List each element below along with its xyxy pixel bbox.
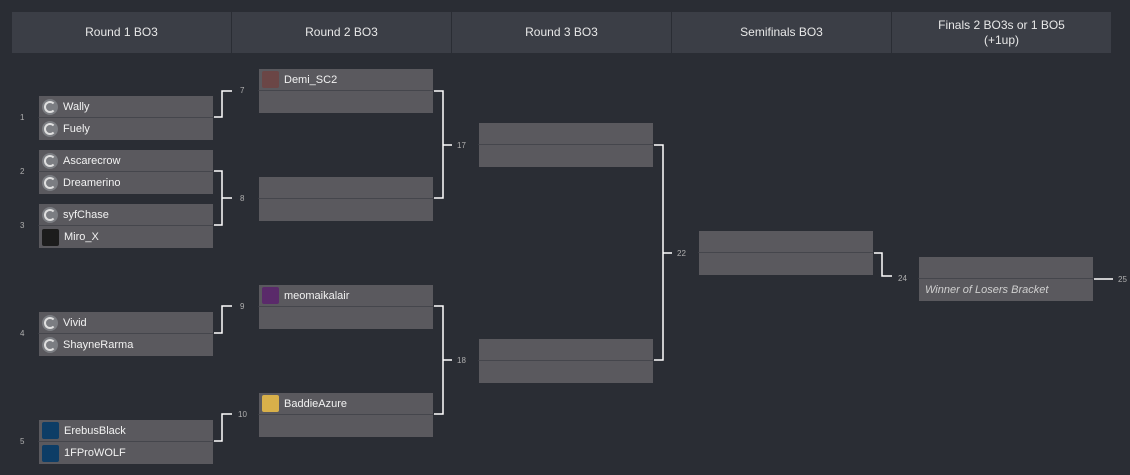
player-name: Demi_SC2 [284,73,338,86]
match-5[interactable]: ErebusBlack 1FProWOLF [38,419,214,465]
player-slot[interactable]: Wally [38,95,214,118]
terran-icon [42,314,58,331]
player-slot[interactable] [478,122,654,145]
player-slot[interactable]: Dreamerino [38,172,214,195]
bracket-header: Round 1 BO3 Round 2 BO3 Round 3 BO3 Semi… [12,12,1111,53]
match-2[interactable]: Ascarecrow Dreamerino [38,149,214,195]
player-slot[interactable]: Demi_SC2 [258,68,434,91]
player-name: Winner of Losers Bracket [925,284,1049,296]
player-name: Wally [63,100,90,113]
player-slot[interactable] [698,253,874,276]
player-slot[interactable] [258,199,434,222]
terran-icon [42,121,58,137]
player-name: BaddieAzure [284,397,347,410]
player-name: ShayneRarma [63,339,134,351]
player-name: Vivid [63,316,87,329]
match-10[interactable]: BaddieAzure [258,392,434,438]
seed-number: 5 [20,437,25,446]
match-number: 17 [457,141,466,150]
finals-header: Finals 2 BO3s or 1 BO5(+1up) [938,17,1065,47]
match-number: 22 [677,249,686,258]
terran-icon [42,175,58,191]
terran-icon [42,152,58,169]
match-24[interactable]: Winner of Losers Bracket [918,256,1094,302]
player-slot[interactable]: Fuely [38,118,214,141]
player-slot[interactable] [258,176,434,199]
seed-number: 3 [20,221,25,230]
player-slot[interactable]: Winner of Losers Bracket [918,279,1094,302]
player-name: Fuely [63,123,90,135]
match-number: 18 [457,356,466,365]
player-slot[interactable] [258,415,434,438]
player-slot[interactable]: ErebusBlack [38,419,214,442]
match-17[interactable] [478,122,654,168]
match-number: 8 [240,194,245,203]
match-number: 9 [240,302,245,311]
player-slot[interactable] [698,230,874,253]
seed-number: 1 [20,113,25,122]
player-name: meomaikalair [284,289,350,302]
round2-header: Round 2 BO3 [232,12,452,53]
player-slot[interactable] [478,361,654,384]
player-avatar-icon [262,395,279,412]
player-name: Ascarecrow [63,154,121,167]
player-name: 1FProWOLF [64,447,126,459]
match-18[interactable] [478,338,654,384]
player-slot[interactable]: Ascarecrow [38,149,214,172]
player-avatar-icon [42,228,59,246]
match-3[interactable]: syfChase Miro_X [38,203,214,249]
seed-number: 4 [20,329,25,338]
match-7[interactable]: Demi_SC2 [258,68,434,114]
match-8[interactable] [258,176,434,222]
round1-header: Round 1 BO3 [12,12,232,53]
match-number: 24 [898,274,907,283]
player-name: syfChase [63,208,109,221]
player-name: Miro_X [64,231,99,243]
player-avatar-icon [262,287,279,304]
terran-icon [42,98,58,115]
match-1[interactable]: Wally Fuely [38,95,214,141]
team-logo-icon [42,444,59,462]
player-name: Dreamerino [63,177,121,189]
player-slot[interactable] [918,256,1094,279]
semifinals-header: Semifinals BO3 [672,12,892,53]
player-slot[interactable] [258,91,434,114]
match-4[interactable]: Vivid ShayneRarma [38,311,214,357]
player-slot[interactable]: BaddieAzure [258,392,434,415]
player-name: ErebusBlack [64,424,126,437]
match-22[interactable] [698,230,874,276]
match-number: 25 [1118,275,1127,284]
player-slot[interactable]: Miro_X [38,226,214,249]
terran-icon [42,206,58,223]
player-slot[interactable] [258,307,434,330]
player-slot[interactable]: Vivid [38,311,214,334]
player-slot[interactable] [478,338,654,361]
match-number: 7 [240,86,245,95]
player-avatar-icon [262,71,279,88]
match-number: 10 [238,410,247,419]
match-9[interactable]: meomaikalair [258,284,434,330]
player-slot[interactable]: ShayneRarma [38,334,214,357]
player-slot[interactable]: syfChase [38,203,214,226]
player-slot[interactable] [478,145,654,168]
player-slot[interactable]: 1FProWOLF [38,442,214,465]
seed-number: 2 [20,167,25,176]
round3-header: Round 3 BO3 [452,12,672,53]
terran-icon [42,337,58,353]
team-logo-icon [42,422,59,439]
player-slot[interactable]: meomaikalair [258,284,434,307]
